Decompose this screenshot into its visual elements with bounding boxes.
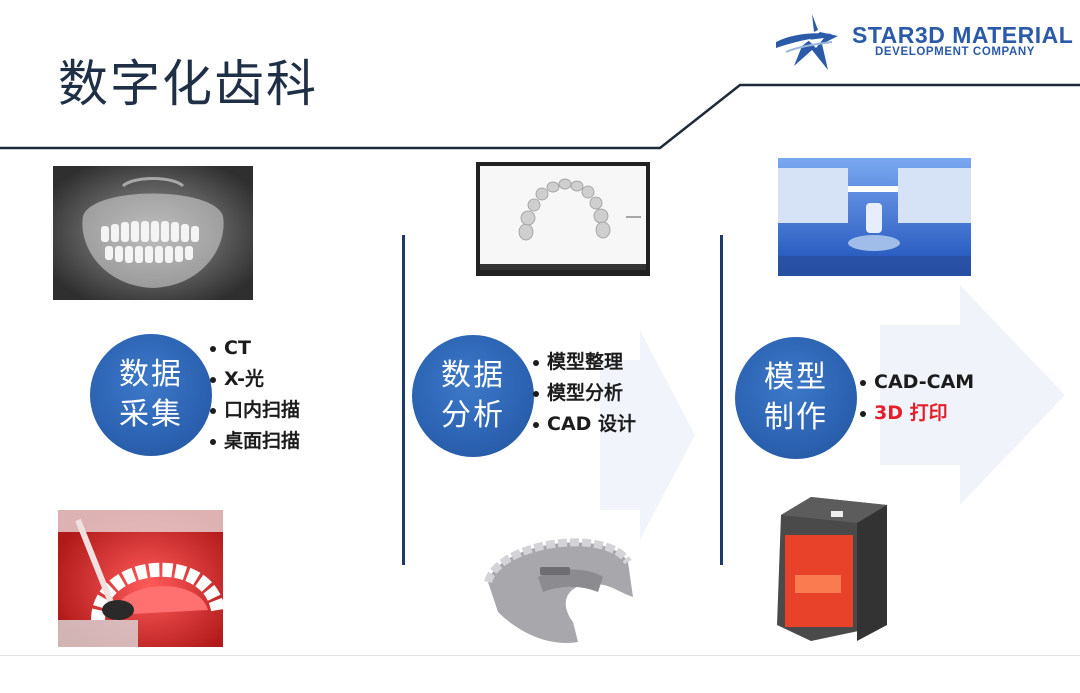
scan-monitor-image xyxy=(476,162,650,276)
bullet-list-data-collection: CT X-光 口内扫描 桌面扫描 xyxy=(210,333,300,457)
bullet-item: CT xyxy=(210,333,300,364)
3d-printer-image xyxy=(771,495,889,643)
bullet-list-data-analysis: 模型整理 模型分析 CAD 设计 xyxy=(533,347,636,440)
bullet-item: X-光 xyxy=(210,364,300,395)
circle-label: 采集 xyxy=(119,397,183,432)
bullet-item: 模型整理 xyxy=(533,347,636,378)
logo-name: STAR3D MATERIAL xyxy=(852,22,1074,48)
bullet-item: CAD-CAM xyxy=(860,367,974,398)
column-divider xyxy=(720,235,723,565)
column-divider xyxy=(402,235,405,565)
circle-label: 数据 xyxy=(119,357,183,392)
background-arrow xyxy=(880,285,1065,505)
circle-label: 分析 xyxy=(441,398,505,433)
star3d-logo-mark xyxy=(776,14,838,70)
page-title: 数字化齿科 xyxy=(58,55,318,113)
milling-machine-image xyxy=(778,158,971,276)
circle-model-making: 模型 制作 xyxy=(735,337,857,459)
company-logo: STAR3D MATERIAL DEVELOPMENT COMPANY xyxy=(772,8,1074,76)
bullet-list-model-making: CAD-CAM 3D 打印 xyxy=(860,367,974,429)
bullet-item: 口内扫描 xyxy=(210,395,300,426)
dental-model-image xyxy=(478,522,638,650)
circle-label: 制作 xyxy=(764,400,828,435)
bullet-item: 桌面扫描 xyxy=(210,426,300,457)
xray-image xyxy=(53,166,253,300)
footer-line xyxy=(0,655,1080,656)
bullet-item: 模型分析 xyxy=(533,378,636,409)
background-arrow xyxy=(600,330,695,540)
circle-label: 模型 xyxy=(764,360,828,395)
circle-data-analysis: 数据 分析 xyxy=(412,335,534,457)
bullet-item: CAD 设计 xyxy=(533,409,636,440)
circle-data-collection: 数据 采集 xyxy=(90,334,212,456)
logo-subtitle: DEVELOPMENT COMPANY xyxy=(875,46,1036,58)
circle-label: 数据 xyxy=(441,358,505,393)
bullet-item-highlight: 3D 打印 xyxy=(860,398,974,429)
header-divider-line xyxy=(0,83,1080,150)
intraoral-image xyxy=(58,510,223,647)
